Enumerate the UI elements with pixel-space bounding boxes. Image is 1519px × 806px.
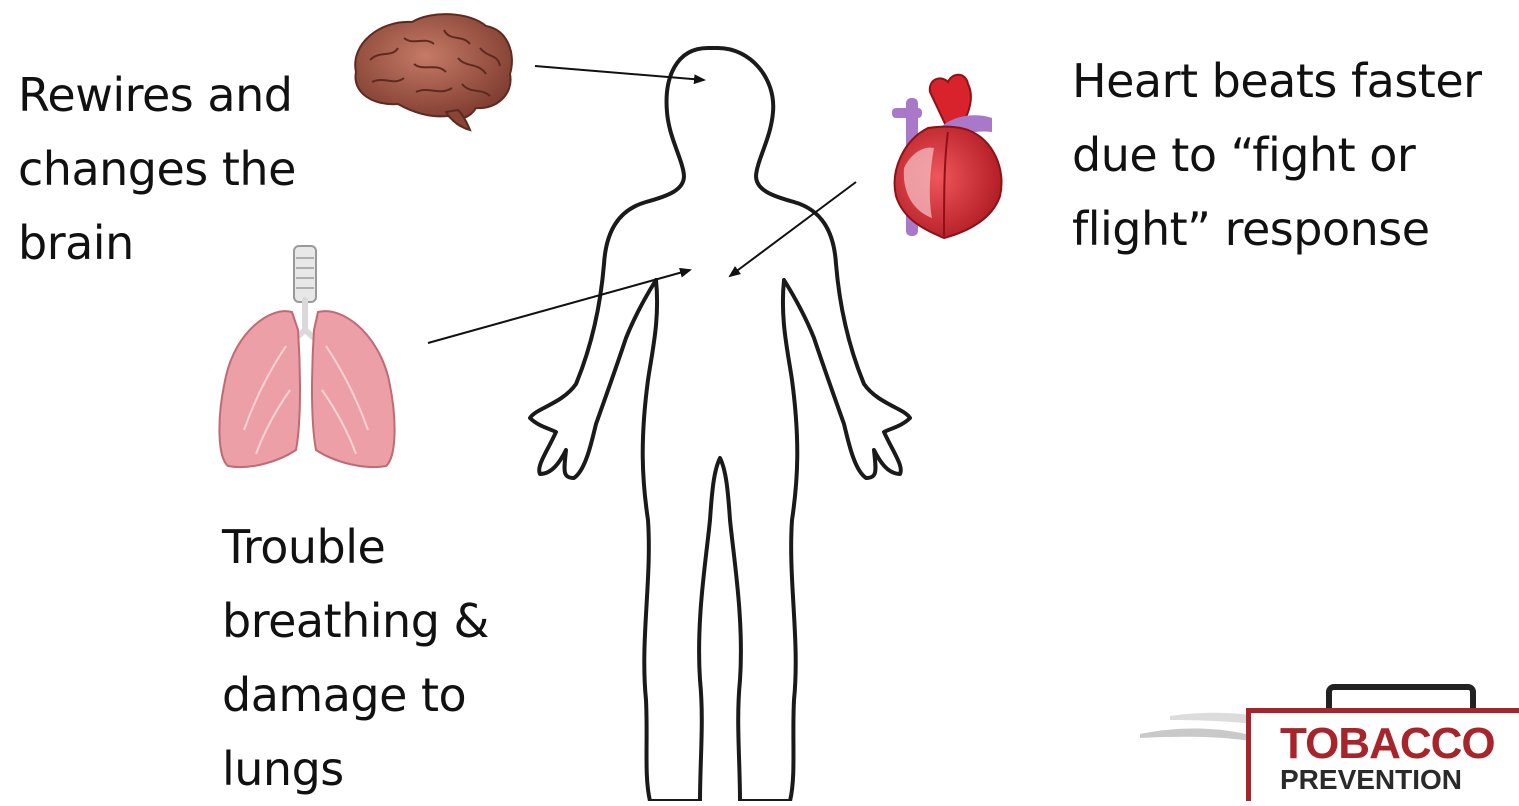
brain-caption-line: brain xyxy=(18,206,296,280)
brain-caption-line: changes the xyxy=(18,132,296,206)
heart-caption-line: flight” response xyxy=(1072,192,1482,266)
brain-caption-line: Rewires and xyxy=(18,58,296,132)
heart-caption-line: due to “fight or xyxy=(1072,118,1482,192)
body-outline xyxy=(530,48,910,801)
heart-icon xyxy=(892,75,1002,238)
heart-caption-line: Heart beats faster xyxy=(1072,44,1482,118)
logo-text-prevention: PREVENTION xyxy=(1280,766,1462,794)
lungs-arrow xyxy=(428,270,690,343)
lungs-caption: Trouble breathing & damage to lungs xyxy=(222,510,489,806)
tobacco-prevention-logo: TOBACCO PREVENTION xyxy=(1130,676,1519,801)
brain-caption: Rewires and changes the brain xyxy=(18,58,296,280)
lungs-caption-line: lungs xyxy=(222,732,489,806)
lungs-caption-line: damage to xyxy=(222,658,489,732)
lungs-caption-line: breathing & xyxy=(222,584,489,658)
heart-caption: Heart beats faster due to “fight or flig… xyxy=(1072,44,1482,266)
logo-text-tobacco: TOBACCO xyxy=(1280,722,1495,766)
lungs-caption-line: Trouble xyxy=(222,510,489,584)
brain-icon xyxy=(355,14,512,130)
brain-arrow xyxy=(535,66,704,80)
